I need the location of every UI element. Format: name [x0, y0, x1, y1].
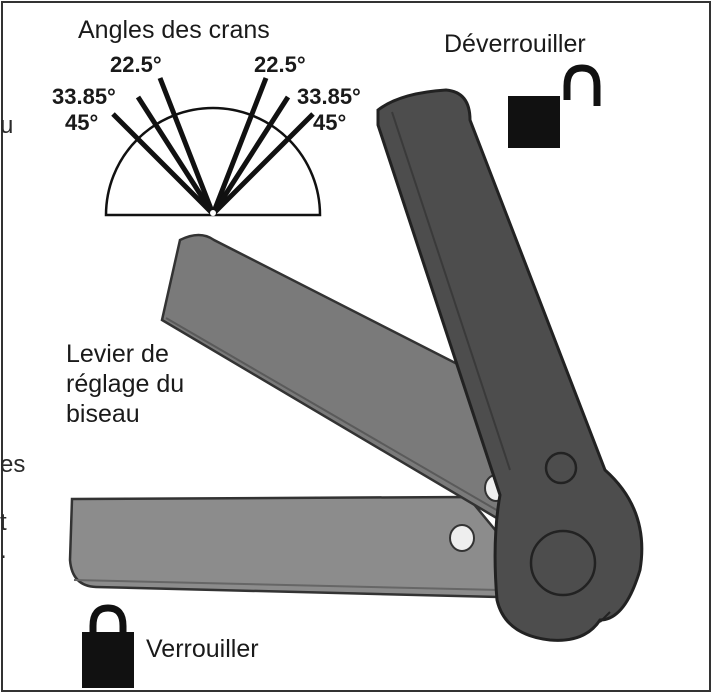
lever-label-line1: Levier de: [66, 340, 169, 368]
angle-line-left-22: [157, 77, 216, 215]
padlock-closed-icon: [82, 604, 134, 688]
lock-label: Verrouiller: [146, 635, 259, 663]
lever-pivot-boss: [529, 529, 597, 597]
angle-line-right-45: [211, 112, 315, 216]
padlock-open-icon: [508, 64, 601, 148]
lever-label-line3: biseau: [66, 400, 140, 428]
unlock-label: Déverrouiller: [444, 30, 586, 58]
angle-label-left-22: 22.5°: [110, 52, 162, 77]
edge-fragment-1: u: [0, 112, 13, 139]
angle-label-left-45: 45°: [65, 110, 98, 135]
angle-line-right-22: [210, 77, 269, 215]
angle-label-right-45: 45°: [313, 110, 346, 135]
lever-label-line2: réglage du: [66, 370, 184, 398]
edge-fragment-3: t: [0, 509, 7, 536]
angle-line-left-45: [111, 112, 215, 216]
angle-line-right-33: [210, 95, 291, 216]
edge-fragment-4: .: [0, 537, 7, 564]
edge-fragment-2: es: [0, 451, 25, 478]
lever-locked-position: [68, 495, 522, 599]
angle-label-left-33: 33.85°: [52, 84, 116, 109]
detent-diagram-title: Angles des crans: [78, 16, 270, 44]
lever-pivot-hole: [544, 451, 578, 485]
angle-line-left-33: [135, 95, 216, 216]
angle-vertex-dot: [210, 210, 216, 216]
lever-low-notch: [449, 524, 475, 552]
angle-label-right-33: 33.85°: [297, 84, 361, 109]
detent-angle-diagram: Angles des crans 22.5° 33.85° 45° 22.5° …: [52, 16, 361, 217]
angle-label-right-22: 22.5°: [254, 52, 306, 77]
lever-unlocked-position: [376, 88, 644, 642]
